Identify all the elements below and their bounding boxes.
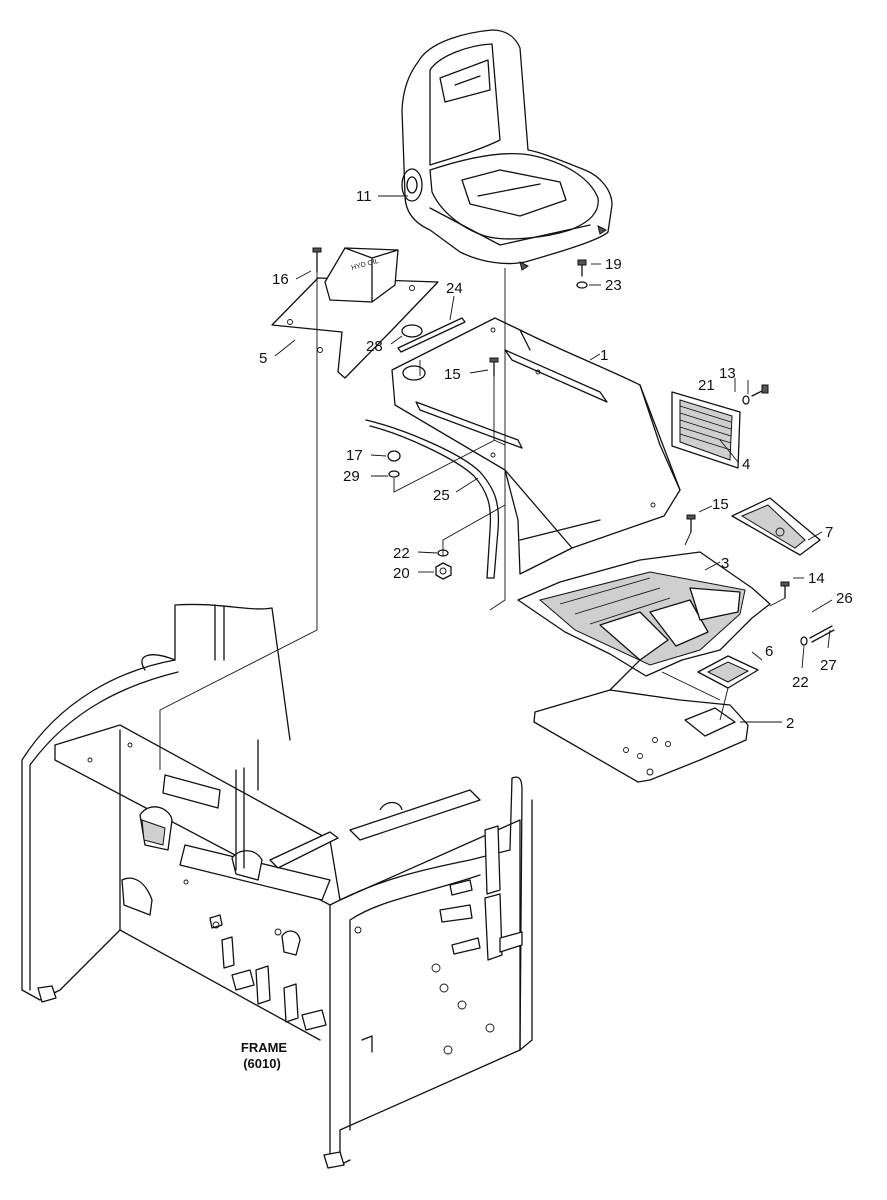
callout-1: 1	[600, 347, 608, 364]
bolt-13	[751, 384, 769, 397]
seal-strip	[397, 317, 466, 353]
frame-label-line1: FRAME	[241, 1040, 288, 1055]
washer-22-right	[800, 636, 808, 646]
callout-5: 5	[259, 350, 267, 367]
bolt-19	[577, 259, 587, 277]
knob-17	[387, 450, 401, 462]
operator-seat	[401, 29, 613, 271]
bolt-15-right	[686, 514, 696, 533]
callout-15-right: 15	[712, 496, 729, 513]
assembly-lines	[159, 268, 786, 770]
bolt-14	[780, 581, 790, 599]
pin-26-27	[809, 625, 835, 643]
callout-25: 25	[433, 487, 450, 504]
truck-frame: FRAME (6010)	[21, 603, 533, 1169]
louver-grille	[671, 391, 741, 469]
callout-19: 19	[605, 256, 622, 273]
nut-20	[435, 562, 452, 580]
washer-21	[742, 395, 750, 405]
frame-label-line2: (6010)	[243, 1056, 281, 1071]
callout-22-left: 22	[393, 545, 410, 562]
callout-24: 24	[446, 280, 463, 297]
seat-support-hood	[391, 317, 681, 575]
leader-lines	[274, 195, 833, 723]
callout-14: 14	[808, 570, 825, 587]
callout-22-right: 22	[792, 674, 809, 691]
callout-28: 28	[366, 338, 383, 355]
callout-11: 11	[356, 188, 372, 205]
callout-26: 26	[836, 590, 853, 607]
oil-cover-plate: HYD OIL	[271, 247, 439, 379]
floor-mat	[517, 551, 771, 677]
bolt-16	[312, 247, 322, 273]
callout-16: 16	[272, 271, 289, 288]
bolt-15-top	[489, 357, 499, 377]
callout-2: 2	[786, 715, 794, 732]
callout-20: 20	[393, 565, 410, 582]
step-tread	[731, 497, 821, 556]
callout-6: 6	[765, 643, 773, 660]
floor-plate	[533, 659, 749, 783]
washer-29	[388, 470, 400, 478]
callout-4: 4	[742, 456, 750, 473]
callout-labels: 11 16 19 23 24 5 28 15 1 13 21 4 17 29 2…	[259, 188, 853, 732]
callout-27: 27	[820, 657, 837, 674]
callout-7: 7	[825, 524, 833, 541]
callout-29: 29	[343, 468, 360, 485]
plug-cap	[401, 324, 423, 338]
callout-3: 3	[721, 555, 729, 572]
washer-23	[576, 281, 588, 289]
callout-15-top: 15	[444, 366, 461, 383]
callout-13: 13	[719, 365, 736, 382]
callout-17: 17	[346, 447, 363, 464]
callout-21: 21	[698, 377, 715, 394]
accelerator-pad	[697, 655, 759, 689]
callout-23: 23	[605, 277, 622, 294]
